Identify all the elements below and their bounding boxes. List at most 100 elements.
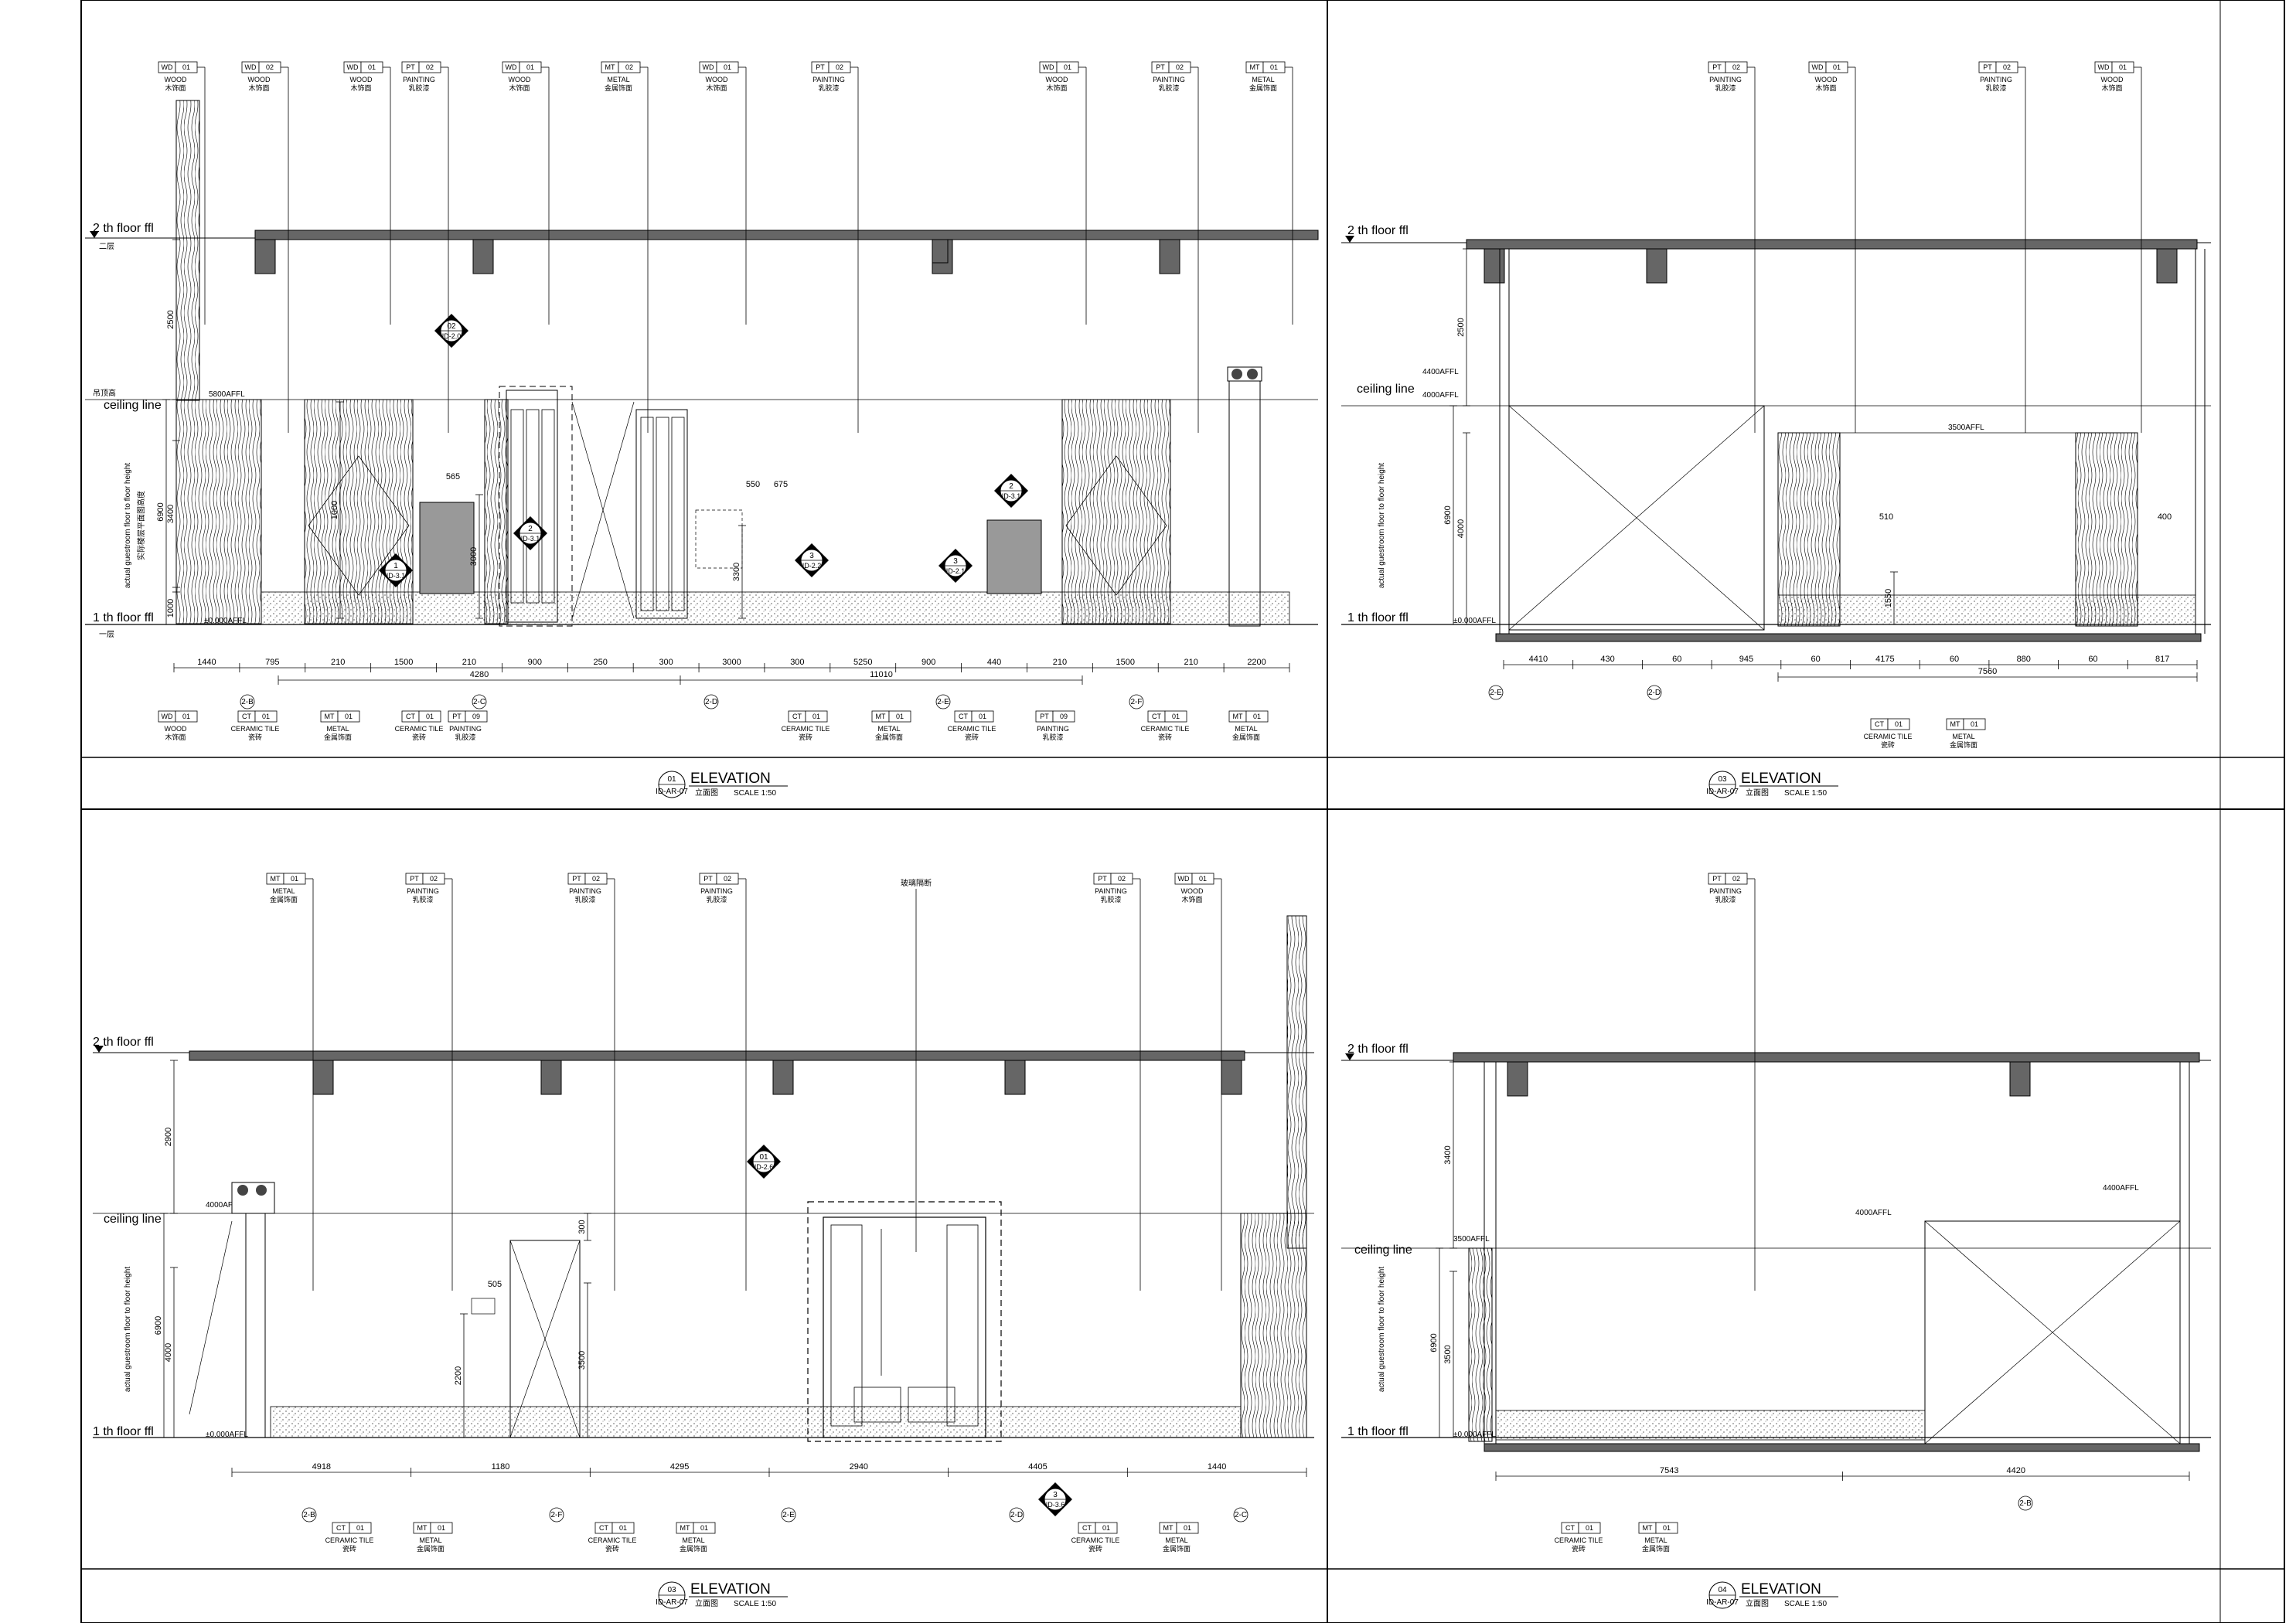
tag-num: 01: [345, 713, 353, 720]
tag-code: PT: [406, 63, 415, 71]
vertical-dimension: 3400: [1443, 1061, 1457, 1249]
title-ref: ID-AR-07: [656, 1598, 688, 1607]
tag-num: 02: [836, 63, 843, 71]
tag-material-cn: 木饰面: [2101, 83, 2122, 92]
tag-code: CT: [1565, 1524, 1575, 1532]
vdim-value: 3500: [577, 1351, 587, 1370]
callout-number: 3: [953, 557, 958, 566]
vdim-value: 3400: [166, 505, 175, 523]
dim-value: 880: [2017, 655, 2031, 664]
dim-value: 210: [462, 658, 476, 667]
tag-material: CERAMIC TILE: [395, 725, 444, 733]
tag-code: MT: [325, 713, 335, 720]
sheet-border: [80, 0, 2285, 1623]
tag-code: CT: [336, 1524, 346, 1532]
tag-num-box: [418, 710, 441, 723]
title-number: 04: [1718, 1586, 1727, 1594]
ceiling-beam: [1484, 248, 1505, 284]
title-cn: 立面图: [695, 1598, 718, 1608]
vdim-value: 2500: [1456, 318, 1466, 336]
title-scale: SCALE 1:50: [1784, 789, 1827, 798]
dim-value: 1500: [1116, 658, 1135, 667]
ceiling-beam: [472, 239, 494, 274]
tag-material-cn: 木饰面: [706, 83, 727, 92]
tag-code: PT: [816, 63, 825, 71]
tag-num-box: [693, 1522, 716, 1534]
light-fixture: [237, 1185, 248, 1196]
dim-value: 4295: [670, 1462, 689, 1472]
vdim-value: 3400: [1443, 1145, 1453, 1164]
ceiling-beam: [1507, 1061, 1528, 1097]
tag-material-cn: 金属饰面: [605, 83, 632, 92]
actual-label-cn: 实际楼层平面图高度: [136, 491, 146, 560]
tag-material: WOOD: [165, 725, 187, 733]
tag-material: WOOD: [2101, 76, 2124, 83]
tag-num: 02: [430, 875, 438, 883]
vertical-dimension: 6900: [1429, 1247, 1443, 1438]
tag-num-box: [611, 1522, 635, 1534]
tag-material-cn: 瓷砖: [1572, 1544, 1586, 1553]
tag-material-cn: 乳胶漆: [1715, 83, 1736, 92]
cabinet: [986, 519, 1042, 594]
title-cn: 立面图: [695, 788, 718, 798]
tag-code: WD: [1812, 63, 1824, 71]
tag-material: WOOD: [248, 76, 271, 83]
dim-value: 60: [1811, 655, 1821, 664]
inner-dim: 550: [746, 480, 760, 489]
wood-wall-panel: [484, 399, 509, 624]
callout-number: 3: [1053, 1491, 1058, 1499]
tag-material-cn: 瓷砖: [1088, 1544, 1102, 1553]
title-number: 03: [667, 1586, 676, 1594]
grid-label: 2-F: [551, 1511, 563, 1519]
floor-affl: ±0.000AFFL: [206, 1431, 248, 1439]
detail-callout: 3ID-3.6: [1038, 1482, 1072, 1516]
level-2f-label: 2 th floor ffl: [93, 222, 154, 235]
tag-material: CERAMIC TILE: [231, 725, 280, 733]
tag-num-box: [1245, 710, 1269, 723]
dim-value: 3000: [722, 658, 741, 667]
grid-circle: [935, 694, 951, 709]
tag-code: CT: [242, 713, 251, 720]
grid-bubble: 2-B: [301, 1507, 317, 1523]
vertical-dimension: 1000: [330, 401, 344, 619]
tag-num-box: [175, 710, 198, 723]
glass-door: [506, 390, 558, 623]
tag-num-box: [1578, 1522, 1601, 1534]
tag-num: 02: [1732, 875, 1740, 883]
ceiling-label: ceiling line: [1354, 1244, 1412, 1257]
tag-code: CT: [792, 713, 802, 720]
tag-code: CT: [959, 713, 968, 720]
tag-material: PAINTING: [1037, 725, 1069, 733]
grid-label: 2-B: [2019, 1499, 2032, 1508]
grid-bubble: 2-E: [781, 1507, 796, 1523]
wood-column: [1468, 1247, 1493, 1442]
dim-value: 250: [594, 658, 608, 667]
door-opening: [509, 1240, 581, 1438]
title-scale: SCALE 1:50: [734, 789, 776, 798]
tag-material: PAINTING: [403, 76, 435, 83]
grid-bubble: 2-B: [240, 694, 255, 709]
elevator-frame: [823, 1216, 986, 1438]
actual-label: actual guestroom floor to floor height: [1378, 1267, 1386, 1393]
tag-num: 01: [368, 63, 376, 71]
dim-value: 1180: [492, 1462, 510, 1472]
floor-band: [1484, 1443, 2200, 1452]
glass-door-panel: [656, 417, 669, 611]
vertical-dimension: 2500: [166, 239, 180, 400]
tag-material-cn: 乳胶漆: [408, 83, 429, 92]
vertical-dimension: 2900: [164, 1060, 178, 1214]
detail-callout: 3ID-2.1: [938, 549, 973, 583]
vdim-value: 6900: [156, 502, 165, 521]
tag-material-cn: 木饰面: [1046, 83, 1067, 92]
tag-material: METAL: [682, 1536, 704, 1544]
grid-bubble: 2-F: [549, 1507, 564, 1523]
tag-material: WOOD: [706, 76, 728, 83]
elevator-cabinet: [853, 1387, 901, 1423]
